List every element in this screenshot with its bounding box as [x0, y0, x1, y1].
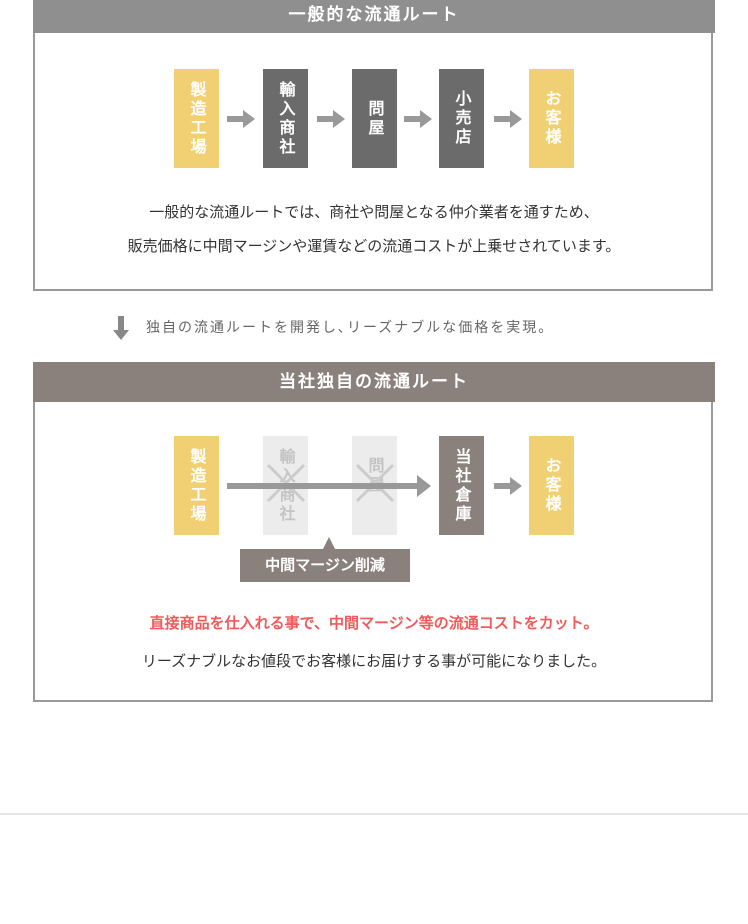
- step-customer: お客様: [529, 69, 574, 168]
- step-factory: 製造工場: [174, 436, 219, 535]
- general-desc-2: 販売価格に中間マージンや運賃などの流通コストが上乗せされています。: [127, 237, 621, 255]
- margin-cut-label: 中間マージン削減: [240, 549, 410, 582]
- step-retailer: 小売店: [439, 69, 484, 168]
- arrow-right-icon: [404, 110, 432, 128]
- step-own-warehouse: 当社倉庫: [439, 436, 484, 535]
- step-wholesaler: 問屋: [352, 69, 397, 168]
- footer-divider: [0, 813, 748, 815]
- step-customer: お客様: [529, 436, 574, 535]
- own-desc: リーズナブルなお値段でお客様にお届けする事が可能になりました。: [141, 652, 607, 670]
- own-route-title: 当社独自の流通ルート: [33, 362, 715, 402]
- arrow-right-icon: [494, 110, 522, 128]
- pointer-triangle-icon: [323, 537, 335, 549]
- general-route-title: 一般的な流通ルート: [33, 0, 715, 33]
- arrow-right-icon: [227, 110, 255, 128]
- long-arrow-icon: [227, 475, 431, 497]
- arrow-right-icon: [494, 477, 522, 495]
- arrow-right-icon: [317, 110, 345, 128]
- own-highlight-text: 直接商品を仕入れる事で、中間マージン等の流通コストをカット。: [149, 614, 599, 632]
- transition-text: 独自の流通ルートを開発し､リーズナブルな価格を実現。: [146, 320, 555, 336]
- general-desc-1: 一般的な流通ルートでは、商社や問屋となる仲介業者を通すため、: [149, 203, 599, 221]
- step-importer: 輸入商社: [263, 69, 308, 168]
- step-factory: 製造工場: [174, 69, 219, 168]
- arrow-down-icon: [113, 316, 129, 340]
